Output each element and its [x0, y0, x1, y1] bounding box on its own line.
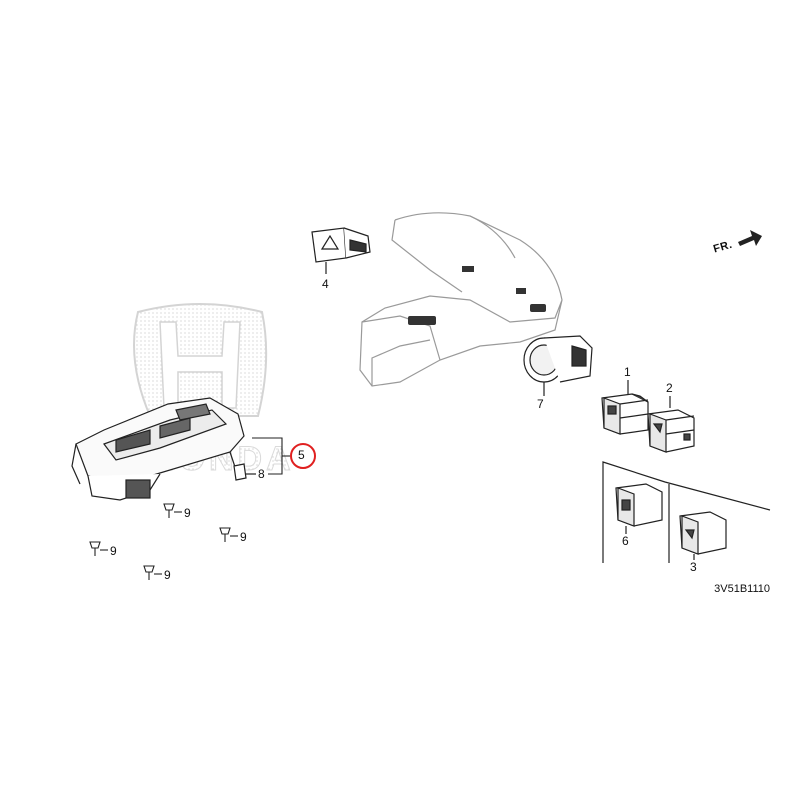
callout-4: 4 [322, 277, 329, 291]
callout-2: 2 [666, 381, 673, 395]
screw-part-9-c [89, 541, 108, 556]
highlight-circle [290, 443, 316, 469]
diagram-reference-code: 3V51B1110 [714, 583, 770, 595]
callout-7: 7 [537, 397, 544, 411]
hazard-switch-part-4 [311, 227, 371, 274]
leader-bracket-5-8 [252, 437, 290, 475]
switch-part-3 [679, 511, 727, 560]
group-frame-parts-3-6 [602, 461, 771, 563]
callout-1: 1 [624, 365, 631, 379]
callout-8: 8 [258, 467, 265, 481]
callout-9-c: 9 [110, 544, 117, 558]
console-panel-part-5 [71, 397, 245, 501]
switch-part-2 [647, 396, 695, 453]
callout-9-a: 9 [184, 506, 191, 520]
callout-3: 3 [690, 560, 697, 574]
screw-part-9-b [219, 527, 238, 542]
callout-9-d: 9 [164, 568, 171, 582]
switch-part-6 [615, 483, 663, 534]
switch-part-1 [601, 380, 649, 435]
callout-6: 6 [622, 534, 629, 548]
callout-5: 5 [298, 448, 305, 462]
engine-start-button-part-7 [523, 335, 593, 396]
front-direction-arrow [738, 230, 762, 246]
screw-part-9-d [143, 565, 162, 580]
screw-part-9-a [163, 503, 182, 518]
callout-9-b: 9 [240, 530, 247, 544]
dashboard-switch-locations [408, 266, 546, 325]
clip-part-8 [233, 463, 256, 481]
